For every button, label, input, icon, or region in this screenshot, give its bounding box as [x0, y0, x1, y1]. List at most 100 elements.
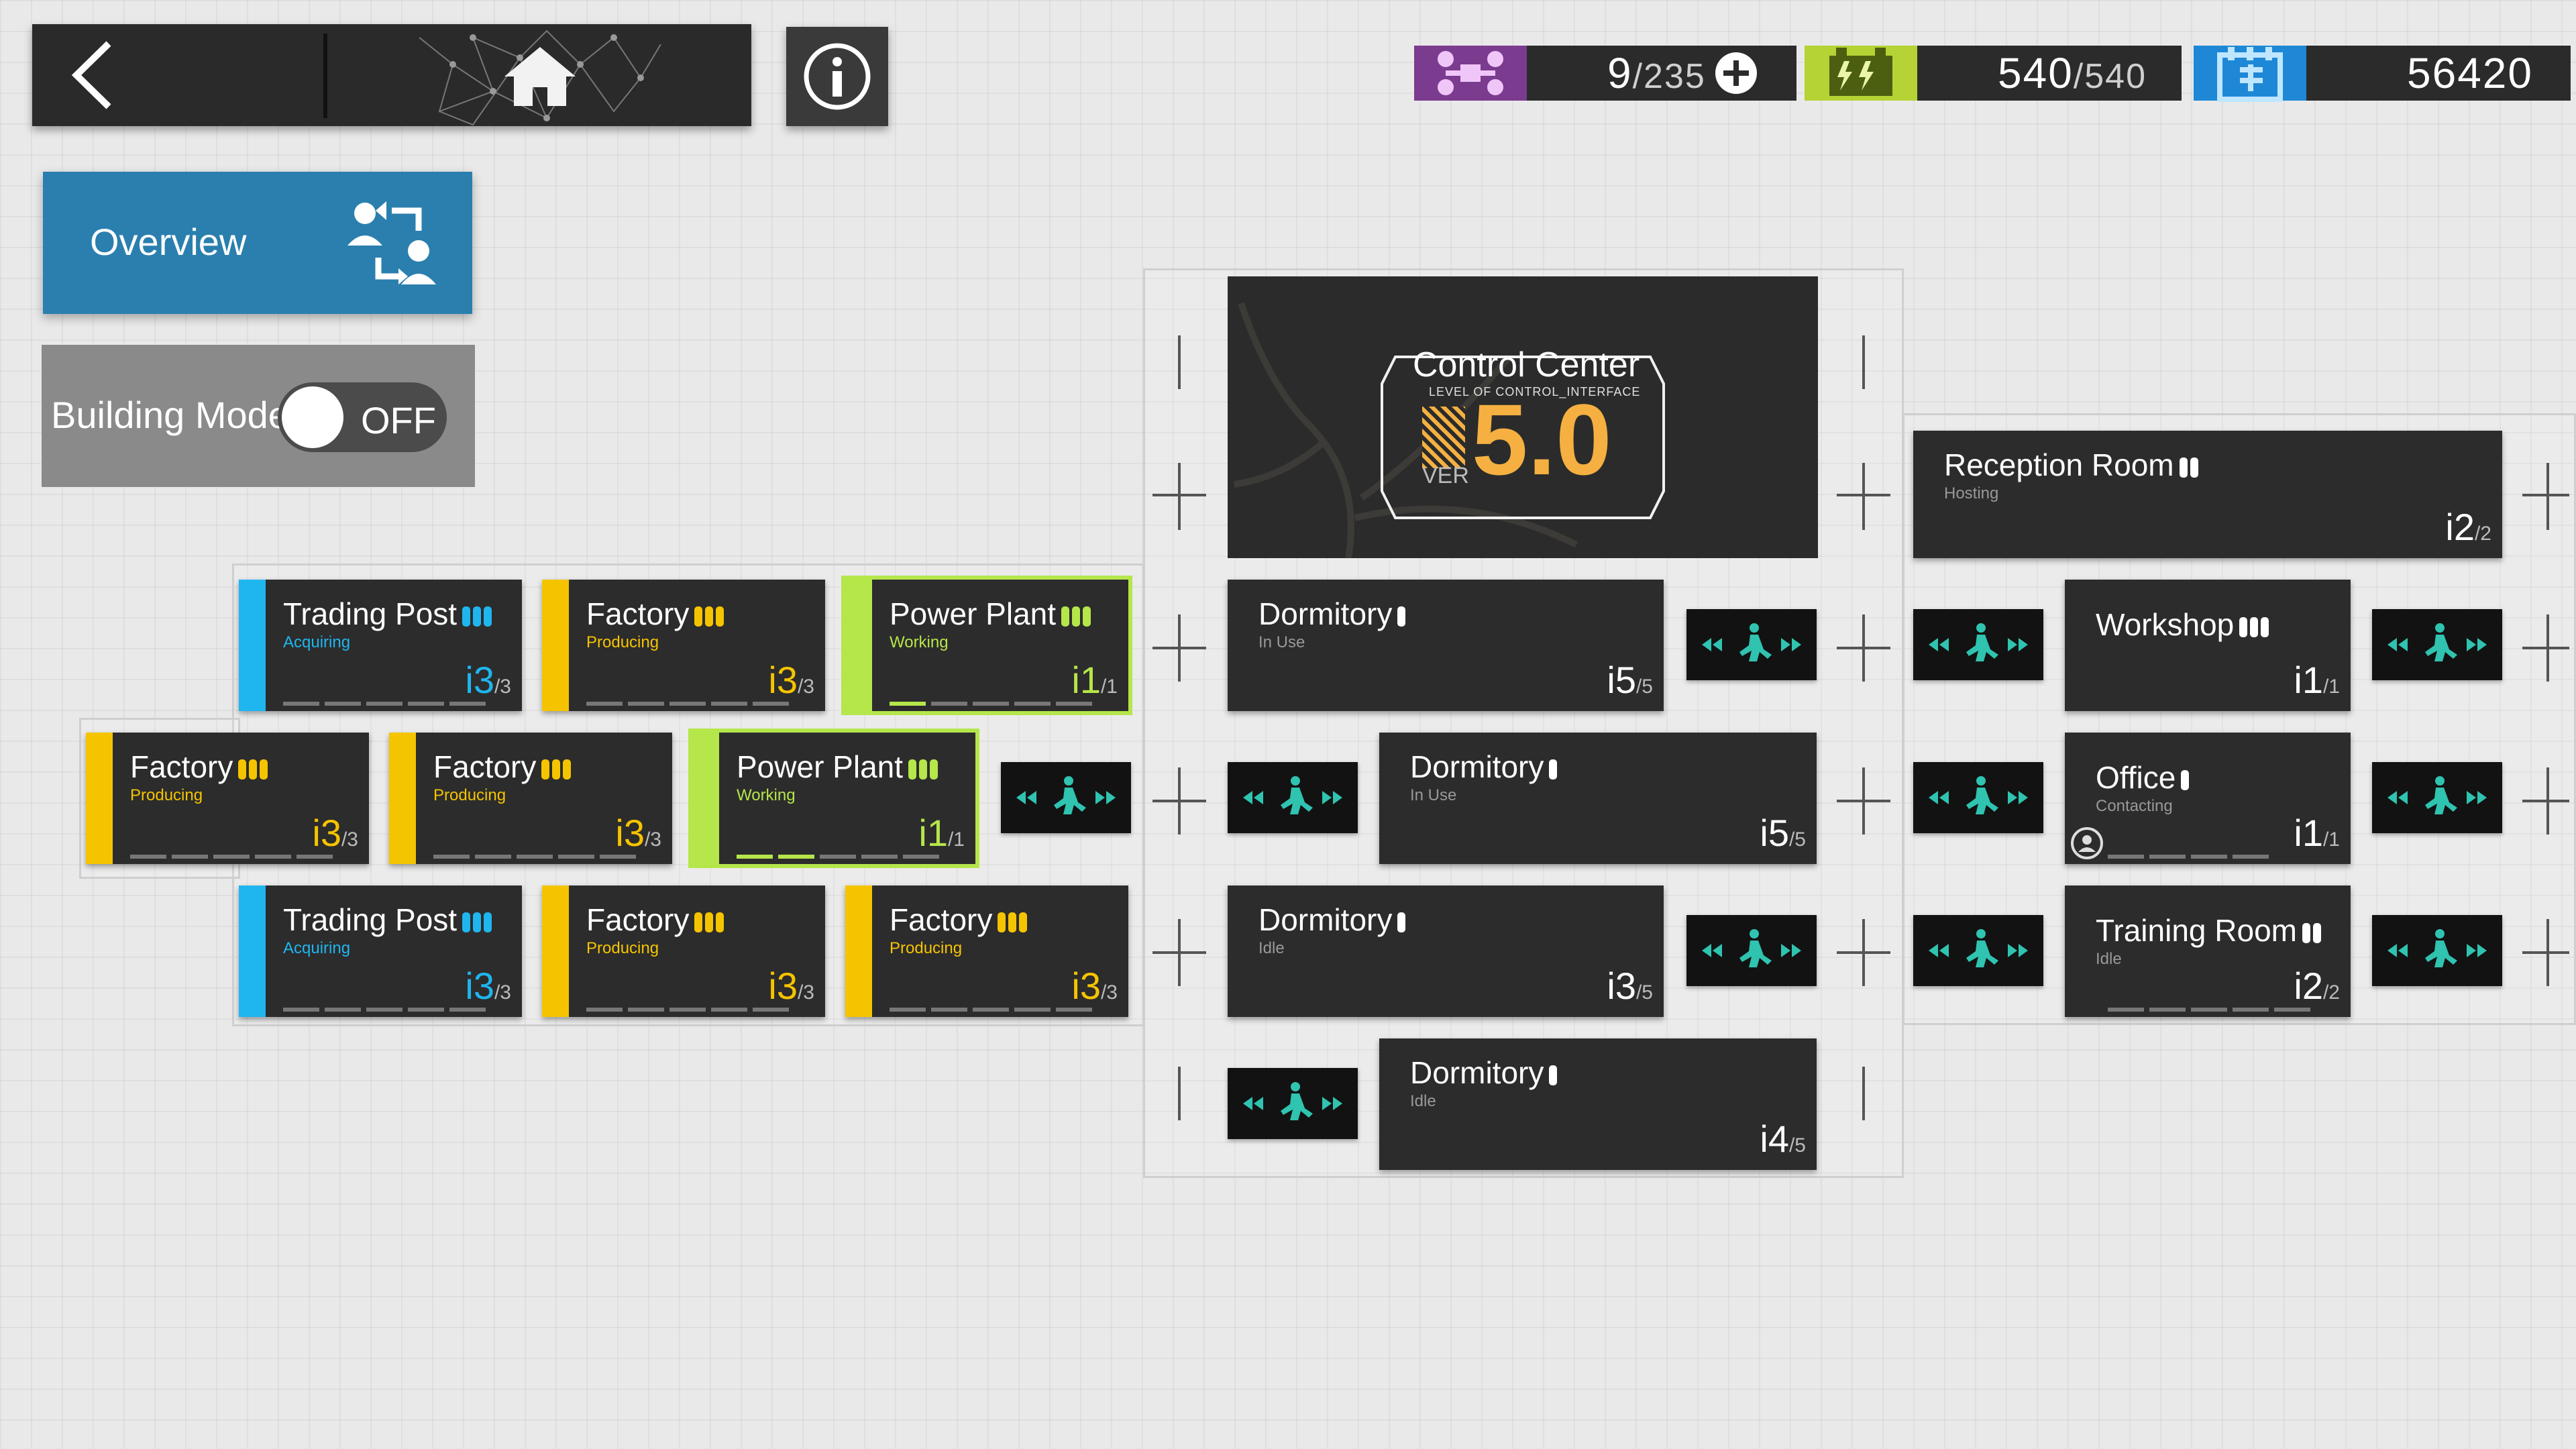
grid-marker: [1178, 614, 1181, 682]
nav-divider: [323, 34, 327, 118]
stairs-room[interactable]: [1228, 762, 1358, 833]
room-name: Dormitory: [1258, 902, 1406, 938]
info-icon: [804, 43, 871, 110]
info-button[interactable]: [786, 27, 888, 126]
room-status: Producing: [586, 633, 659, 651]
top-navigation-bar: [32, 24, 751, 126]
progress-bars: [890, 1008, 1092, 1012]
room-workshop[interactable]: Workshop i1/1: [2065, 580, 2351, 711]
stairs-room[interactable]: [2372, 762, 2502, 833]
stairs-icon: [1702, 929, 1801, 967]
room-status: Contacting: [2096, 797, 2173, 815]
stairs-icon: [1929, 623, 2028, 661]
room-power-plant[interactable]: Power Plant Working i1/1: [845, 580, 1128, 711]
room-count: i5/5: [1607, 659, 1653, 701]
grid-marker: [2522, 647, 2569, 649]
room-training-room[interactable]: Training Room Idle i2/2: [2065, 885, 2351, 1017]
room-color-strip: [542, 580, 569, 711]
room-factory[interactable]: Factory Producing i3/3: [845, 885, 1128, 1017]
stairs-room[interactable]: [1913, 609, 2043, 680]
grid-marker: [2546, 919, 2549, 986]
room-name: Office: [2096, 759, 2190, 796]
room-color-strip: [86, 733, 113, 864]
stairs-room[interactable]: [1228, 1068, 1358, 1139]
room-dormitory[interactable]: Dormitory Idle i4/5: [1379, 1038, 1817, 1170]
grid-marker: [1862, 463, 1865, 530]
sanity-value: 56420: [2407, 49, 2533, 97]
stairs-room[interactable]: [1913, 915, 2043, 986]
room-status: Producing: [586, 939, 659, 957]
room-status: Producing: [130, 786, 203, 804]
room-factory[interactable]: Factory Producing i3/3: [389, 733, 672, 864]
toggle-state: OFF: [361, 399, 436, 441]
stairs-room[interactable]: [2372, 915, 2502, 986]
version-value: 5.0: [1472, 383, 1612, 496]
progress-bars: [890, 702, 1092, 706]
hatch-graphic: [1422, 407, 1465, 468]
swap-users-icon: [347, 201, 436, 284]
overview-button[interactable]: Overview: [43, 172, 472, 314]
room-trading-post[interactable]: Trading Post Acquiring i3/3: [239, 580, 522, 711]
stairs-room[interactable]: [1913, 762, 2043, 833]
room-status: Acquiring: [283, 633, 351, 651]
version-label: VER: [1422, 463, 1469, 488]
room-color-strip: [845, 580, 872, 711]
room-power-plant[interactable]: Power Plant Working i1/1: [692, 733, 975, 864]
room-color-strip: [542, 885, 569, 1017]
grid-marker: [1862, 1067, 1865, 1120]
room-factory[interactable]: Factory Producing i3/3: [542, 885, 825, 1017]
room-dormitory[interactable]: Dormitory In Use i5/5: [1379, 733, 1817, 864]
room-count: i5/5: [1760, 812, 1806, 854]
stairs-icon: [1702, 623, 1801, 661]
user-avatar-icon: [2071, 827, 2103, 859]
grid-marker: [2522, 800, 2569, 802]
room-count: i3/3: [615, 812, 661, 854]
room-dormitory[interactable]: Dormitory In Use i5/5: [1228, 580, 1664, 711]
home-button[interactable]: [329, 24, 751, 126]
room-count: i4/5: [1760, 1118, 1806, 1160]
room-factory[interactable]: Factory Producing i3/3: [542, 580, 825, 711]
progress-bars: [586, 702, 789, 706]
grid-marker: [1178, 919, 1181, 986]
add-drone-icon[interactable]: [1714, 51, 1758, 95]
back-button[interactable]: [32, 24, 322, 126]
stairs-room[interactable]: [1686, 915, 1817, 986]
stairs-room[interactable]: [1001, 762, 1131, 833]
room-name: Power Plant: [890, 596, 1091, 632]
grid-marker: [1178, 1067, 1181, 1120]
grid-marker: [1862, 919, 1865, 986]
room-count: i3/3: [465, 659, 511, 701]
room-count: i1/1: [918, 812, 965, 854]
room-status: Working: [737, 786, 796, 804]
room-name: Trading Post: [283, 596, 492, 632]
drone-counter: 9/235: [1414, 46, 1796, 101]
room-factory[interactable]: Factory Producing i3/3: [86, 733, 369, 864]
stairs-icon: [1243, 1082, 1342, 1120]
room-office[interactable]: Office Contacting i1/1: [2065, 733, 2351, 864]
grid-marker: [1178, 463, 1181, 530]
stairs-room[interactable]: [2372, 609, 2502, 680]
sanity-counter: 56420: [2194, 46, 2571, 102]
drone-icon: [1414, 46, 1527, 101]
room-name: Workshop: [2096, 606, 2269, 643]
toggle-knob: [282, 386, 343, 448]
room-status: In Use: [1410, 786, 1457, 804]
grid-marker: [2522, 494, 2569, 496]
room-name: Factory: [130, 749, 268, 785]
overview-label: Overview: [90, 221, 247, 263]
stairs-icon: [1929, 929, 2028, 967]
room-color-strip: [239, 885, 266, 1017]
grid-marker: [2546, 463, 2549, 530]
room-dormitory[interactable]: Dormitory Idle i3/5: [1228, 885, 1664, 1017]
reception-room[interactable]: Reception Room Hosting i2/2: [1913, 431, 2502, 558]
stairs-room[interactable]: [1686, 609, 1817, 680]
room-name: Reception Room: [1944, 447, 2198, 483]
grid-marker: [1862, 767, 1865, 835]
room-count: i1/1: [2294, 659, 2340, 701]
room-name: Trading Post: [283, 902, 492, 938]
home-icon: [504, 47, 576, 106]
control-center-room[interactable]: Control Center LEVEL OF CONTROL_INTERFAC…: [1228, 276, 1818, 558]
building-mode-toggle[interactable]: OFF: [278, 382, 447, 452]
room-status: Idle: [2096, 950, 2122, 968]
room-trading-post[interactable]: Trading Post Acquiring i3/3: [239, 885, 522, 1017]
